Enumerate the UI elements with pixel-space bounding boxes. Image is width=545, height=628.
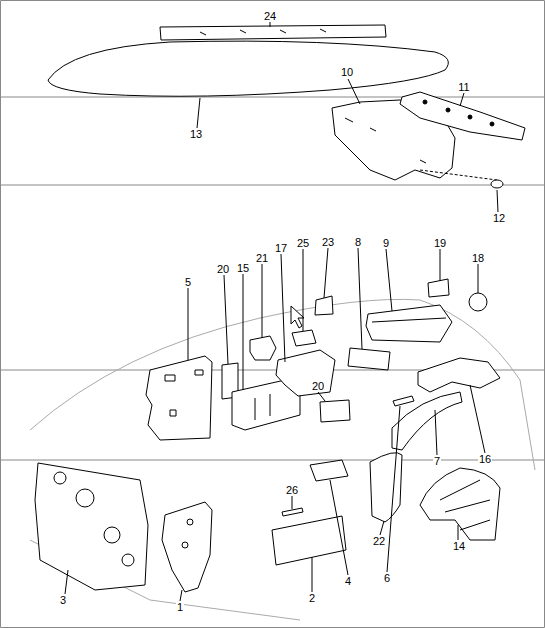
callout-number: 3	[59, 594, 67, 606]
callout-number: 5	[184, 276, 192, 288]
callout-number: 6	[383, 572, 391, 584]
callout-number: 26	[285, 484, 299, 496]
callout-number: 19	[433, 237, 447, 249]
callout-number: 22	[372, 535, 386, 547]
callout-number: 23	[321, 236, 335, 248]
callout-number: 18	[471, 252, 485, 264]
callout-number: 17	[274, 242, 288, 254]
callout-number: 16	[478, 453, 492, 465]
callout-number: 15	[236, 262, 250, 274]
callout-number: 11	[457, 81, 470, 93]
callout-number: 14	[452, 540, 466, 552]
callout-number: 9	[382, 237, 390, 249]
callout-number: 20	[216, 263, 230, 275]
callout-number: 12	[492, 212, 506, 224]
callout-number: 8	[354, 236, 362, 248]
callout-number: 10	[340, 66, 354, 78]
callout-number: 2	[308, 592, 316, 604]
callout-number: 7	[433, 455, 441, 467]
callout-number: 25	[296, 237, 310, 249]
callout-number: 21	[255, 252, 269, 264]
callout-number: 20	[311, 380, 325, 392]
callout-number: 1	[176, 601, 184, 613]
callout-number: 13	[189, 128, 203, 140]
callout-number: 4	[344, 575, 352, 587]
callout-number: 24	[263, 10, 277, 22]
